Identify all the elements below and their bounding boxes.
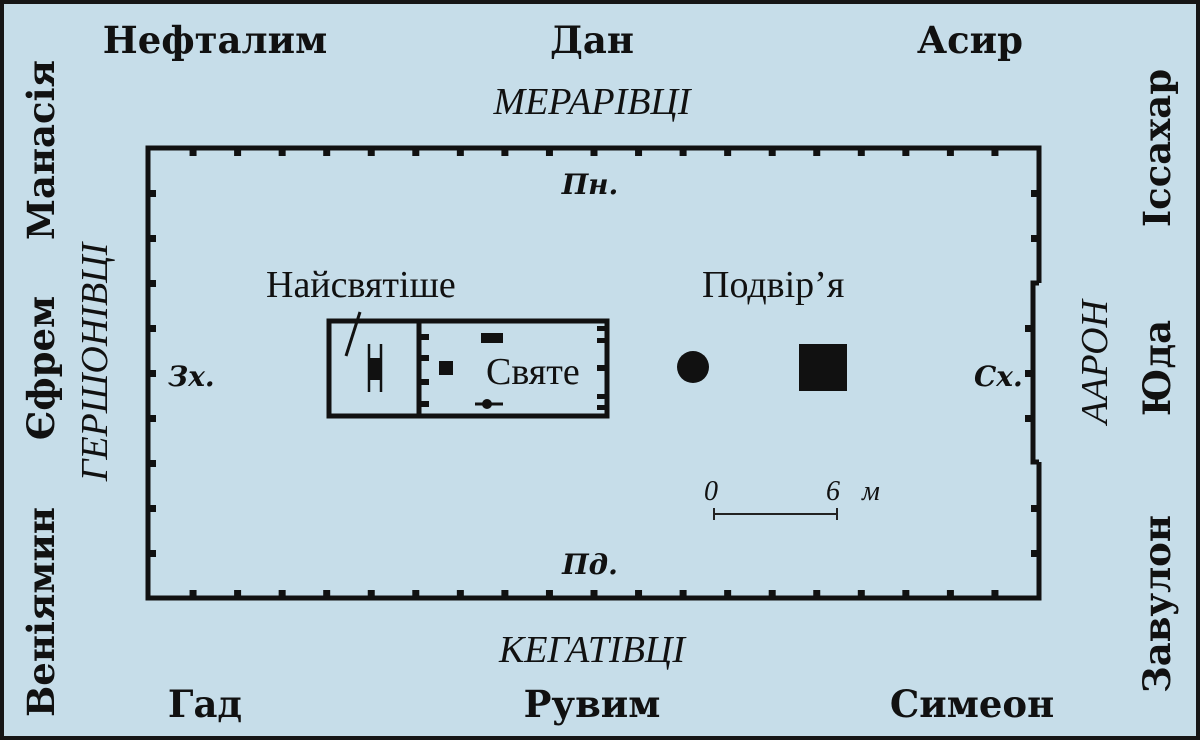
tribe-gad: Гад: [168, 682, 242, 726]
tribe-dan: Дан: [550, 18, 634, 62]
levite-north: МЕРАРІВЦІ: [492, 81, 692, 123]
direction-east: Сх.: [974, 360, 1023, 393]
tribe-manasseh: Манасія: [19, 60, 63, 240]
holy-place-label: Святе: [486, 351, 580, 393]
scale-start: 0: [704, 476, 718, 507]
tribe-issachar: Іссахар: [1135, 69, 1179, 227]
direction-south: Пд.: [561, 548, 618, 581]
scale-bar: 0 6 м: [704, 476, 880, 520]
tribe-benjamin: Веніямин: [19, 507, 63, 717]
tent-pillars: [419, 326, 607, 410]
tribe-simeon: Симеон: [890, 682, 1054, 726]
incense-altar-icon: [439, 361, 453, 375]
tribe-naphtali: Нефталим: [103, 18, 327, 62]
tribe-asher: Асир: [917, 18, 1023, 62]
levite-south: КЕГАТІВЦІ: [498, 629, 687, 671]
direction-north: Пн.: [561, 168, 619, 201]
ark-icon: [367, 344, 383, 392]
holy-of-holies-pointer: [344, 311, 362, 357]
laver-icon: [677, 351, 709, 383]
showbread-table-icon: [481, 333, 503, 343]
levite-west: ГЕРШОНІВЦІ: [74, 240, 116, 482]
scale-unit: м: [861, 476, 880, 507]
lampstand-icon: [475, 399, 503, 409]
levite-east: ААРОН: [1074, 297, 1116, 427]
burnt-offering-altar-icon: [799, 344, 847, 391]
tribe-judah: Юда: [1135, 320, 1179, 416]
scale-end: 6: [826, 476, 840, 507]
courtyard-label: Подвір’я: [702, 264, 844, 306]
tribe-ephraim: Єфрем: [19, 296, 63, 440]
direction-west: Зх.: [168, 360, 215, 393]
tribe-reuben: Рувим: [524, 682, 661, 726]
holy-of-holies-label: Найсвятіше: [266, 264, 456, 306]
tribe-zebulun: Завулон: [1135, 515, 1179, 693]
courtyard-wall: [145, 145, 1042, 601]
courtyard-pillars: [148, 148, 1039, 598]
